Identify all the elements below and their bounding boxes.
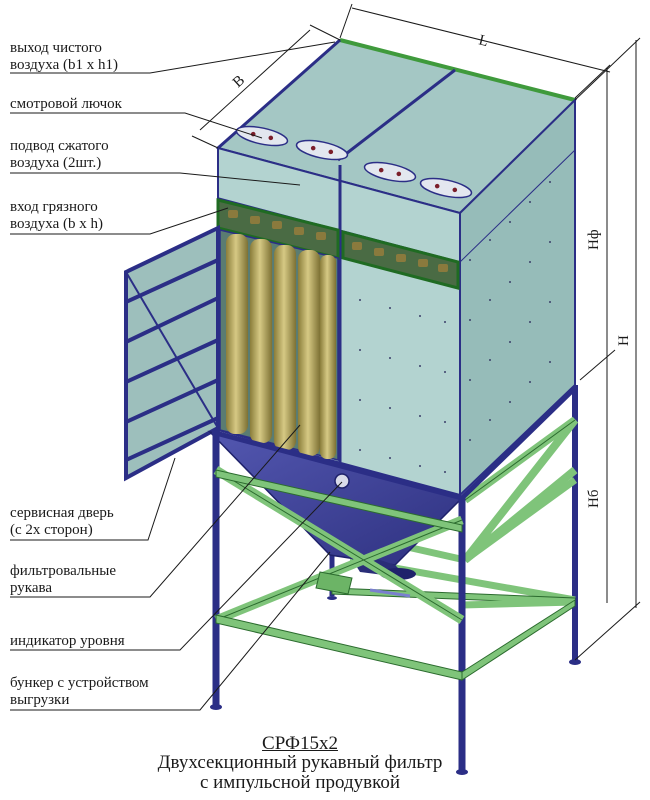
label-inspection-hatch: смотровой лючок (10, 96, 122, 112)
label-hopper-line2: выгрузки (10, 692, 70, 708)
label-compressed-air-line1: подвод сжатого (10, 138, 109, 154)
service-door (124, 224, 220, 482)
label-service-door: сервисная дверь (с 2х сторон) (10, 505, 114, 539)
caption-model: СРФ15х2 (262, 733, 338, 754)
inspection-hatches (235, 125, 473, 199)
caption-line2: с импульсной продувкой (199, 772, 401, 793)
dim-total-height-label: Н (616, 335, 632, 346)
front-frame (210, 386, 581, 775)
level-indicator-sensor (334, 473, 350, 489)
dirty-air-inlets (216, 198, 460, 290)
dim-filter-height-label: Нф (586, 229, 602, 250)
label-service-door-line2: (с 2х сторон) (10, 522, 93, 538)
label-hopper: бункер с устройством выгрузки (10, 675, 149, 709)
label-clean-air-outlet-line1: выход чистого (10, 40, 102, 56)
label-service-door-line1: сервисная дверь (10, 505, 114, 521)
label-dirty-air-inlet-line1: вход грязного (10, 199, 98, 215)
label-dirty-air-inlet: вход грязного воздуха (b x h) (10, 199, 103, 233)
dim-length-label: L (477, 32, 490, 50)
label-hopper-line1: бункер с устройством (10, 675, 149, 691)
label-clean-air-outlet-line2: воздуха (b1 x h1) (10, 57, 118, 73)
caption-line1: Двухсекционный рукавный фильтр (157, 752, 443, 773)
label-filter-bags-line1: фильтровальные (10, 563, 117, 579)
label-compressed-air-line2: воздуха (2шт.) (10, 155, 102, 171)
filter-bags (219, 229, 339, 461)
label-filter-bags: фильтровальные рукава (10, 563, 116, 597)
dim-base-height-label: Нб (586, 489, 602, 508)
leader-lines (10, 41, 343, 711)
label-dirty-air-inlet-line2: воздуха (b x h) (10, 216, 103, 232)
label-compressed-air: подвод сжатого воздуха (2шт.) (10, 138, 109, 172)
label-filter-bags-line2: рукава (10, 580, 53, 596)
label-level-indicator: индикатор уровня (10, 633, 125, 649)
dimension-lines (191, 3, 641, 661)
label-clean-air-outlet: выход чистого воздуха (b1 x h1) (10, 40, 118, 74)
